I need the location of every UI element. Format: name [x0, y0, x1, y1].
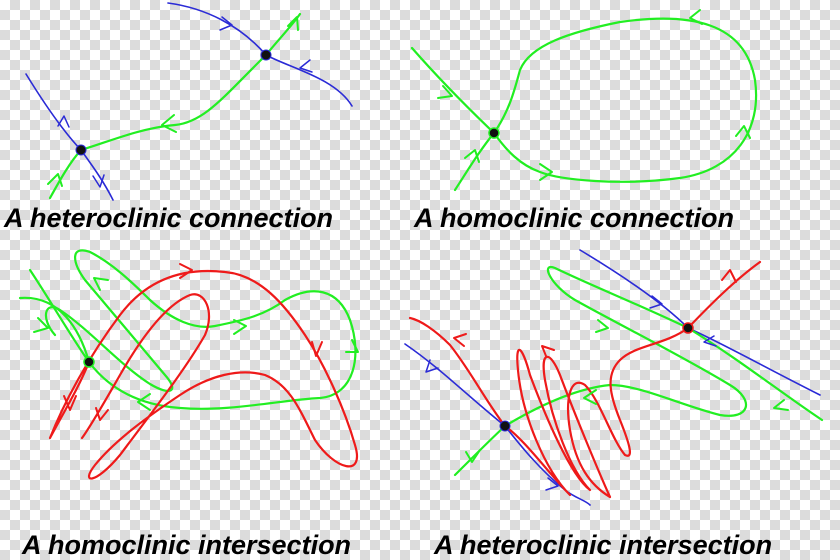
blue-manifold	[25, 73, 114, 201]
arrow	[721, 269, 737, 283]
arrow	[425, 359, 439, 373]
fixed-point	[83, 356, 95, 368]
arrow	[545, 477, 559, 491]
arrow	[47, 173, 63, 187]
fixed-point	[499, 420, 511, 432]
green-manifold	[453, 265, 824, 477]
arrow	[595, 319, 609, 333]
arrow	[33, 317, 49, 333]
arrow	[464, 149, 480, 163]
caption-heteroclinic-intersection: A heteroclinic intersection	[434, 530, 773, 560]
caption-homoclinic-connection: A homoclinic connection	[414, 203, 735, 233]
arrow	[583, 389, 597, 405]
arrow	[465, 449, 481, 463]
fixed-point	[488, 127, 500, 139]
panel-homoclinic-connection	[410, 9, 758, 192]
arrow	[345, 339, 359, 353]
arrow	[689, 9, 703, 25]
arrow	[219, 16, 233, 31]
arrow	[453, 333, 467, 347]
green-manifold	[18, 268, 91, 364]
arrow	[703, 335, 717, 347]
red-manifold	[408, 260, 762, 499]
arrow	[311, 341, 323, 357]
caption-homoclinic-intersection: A homoclinic intersection	[22, 530, 352, 560]
green-manifold	[44, 249, 357, 410]
arrow	[93, 277, 109, 291]
green-manifold	[410, 17, 758, 192]
arrow	[63, 395, 77, 411]
arrow	[233, 319, 247, 335]
arrow	[57, 115, 70, 128]
blue-manifold	[167, 2, 353, 107]
arrow	[161, 114, 177, 133]
arrow	[137, 393, 151, 411]
arrow	[179, 263, 193, 279]
green-manifold	[48, 12, 302, 200]
panel-heteroclinic-connection	[25, 2, 353, 201]
fixed-point	[75, 144, 87, 156]
arrow	[649, 295, 663, 309]
arrow	[735, 125, 751, 139]
arrow	[287, 16, 299, 31]
panel-heteroclinic-intersection	[404, 249, 824, 506]
panel-homoclinic-intersection	[18, 249, 359, 480]
arrow	[539, 163, 553, 181]
fixed-point	[682, 322, 694, 334]
arrow	[92, 174, 105, 188]
arrow	[437, 85, 453, 99]
arrow	[299, 59, 313, 73]
caption-heteroclinic-connection: A heteroclinic connection	[4, 203, 334, 233]
arrow	[95, 407, 109, 421]
arrow	[541, 345, 555, 357]
arrow	[773, 399, 789, 411]
blue-manifold	[404, 343, 591, 506]
fixed-point	[260, 49, 272, 61]
red-manifold	[48, 269, 358, 480]
